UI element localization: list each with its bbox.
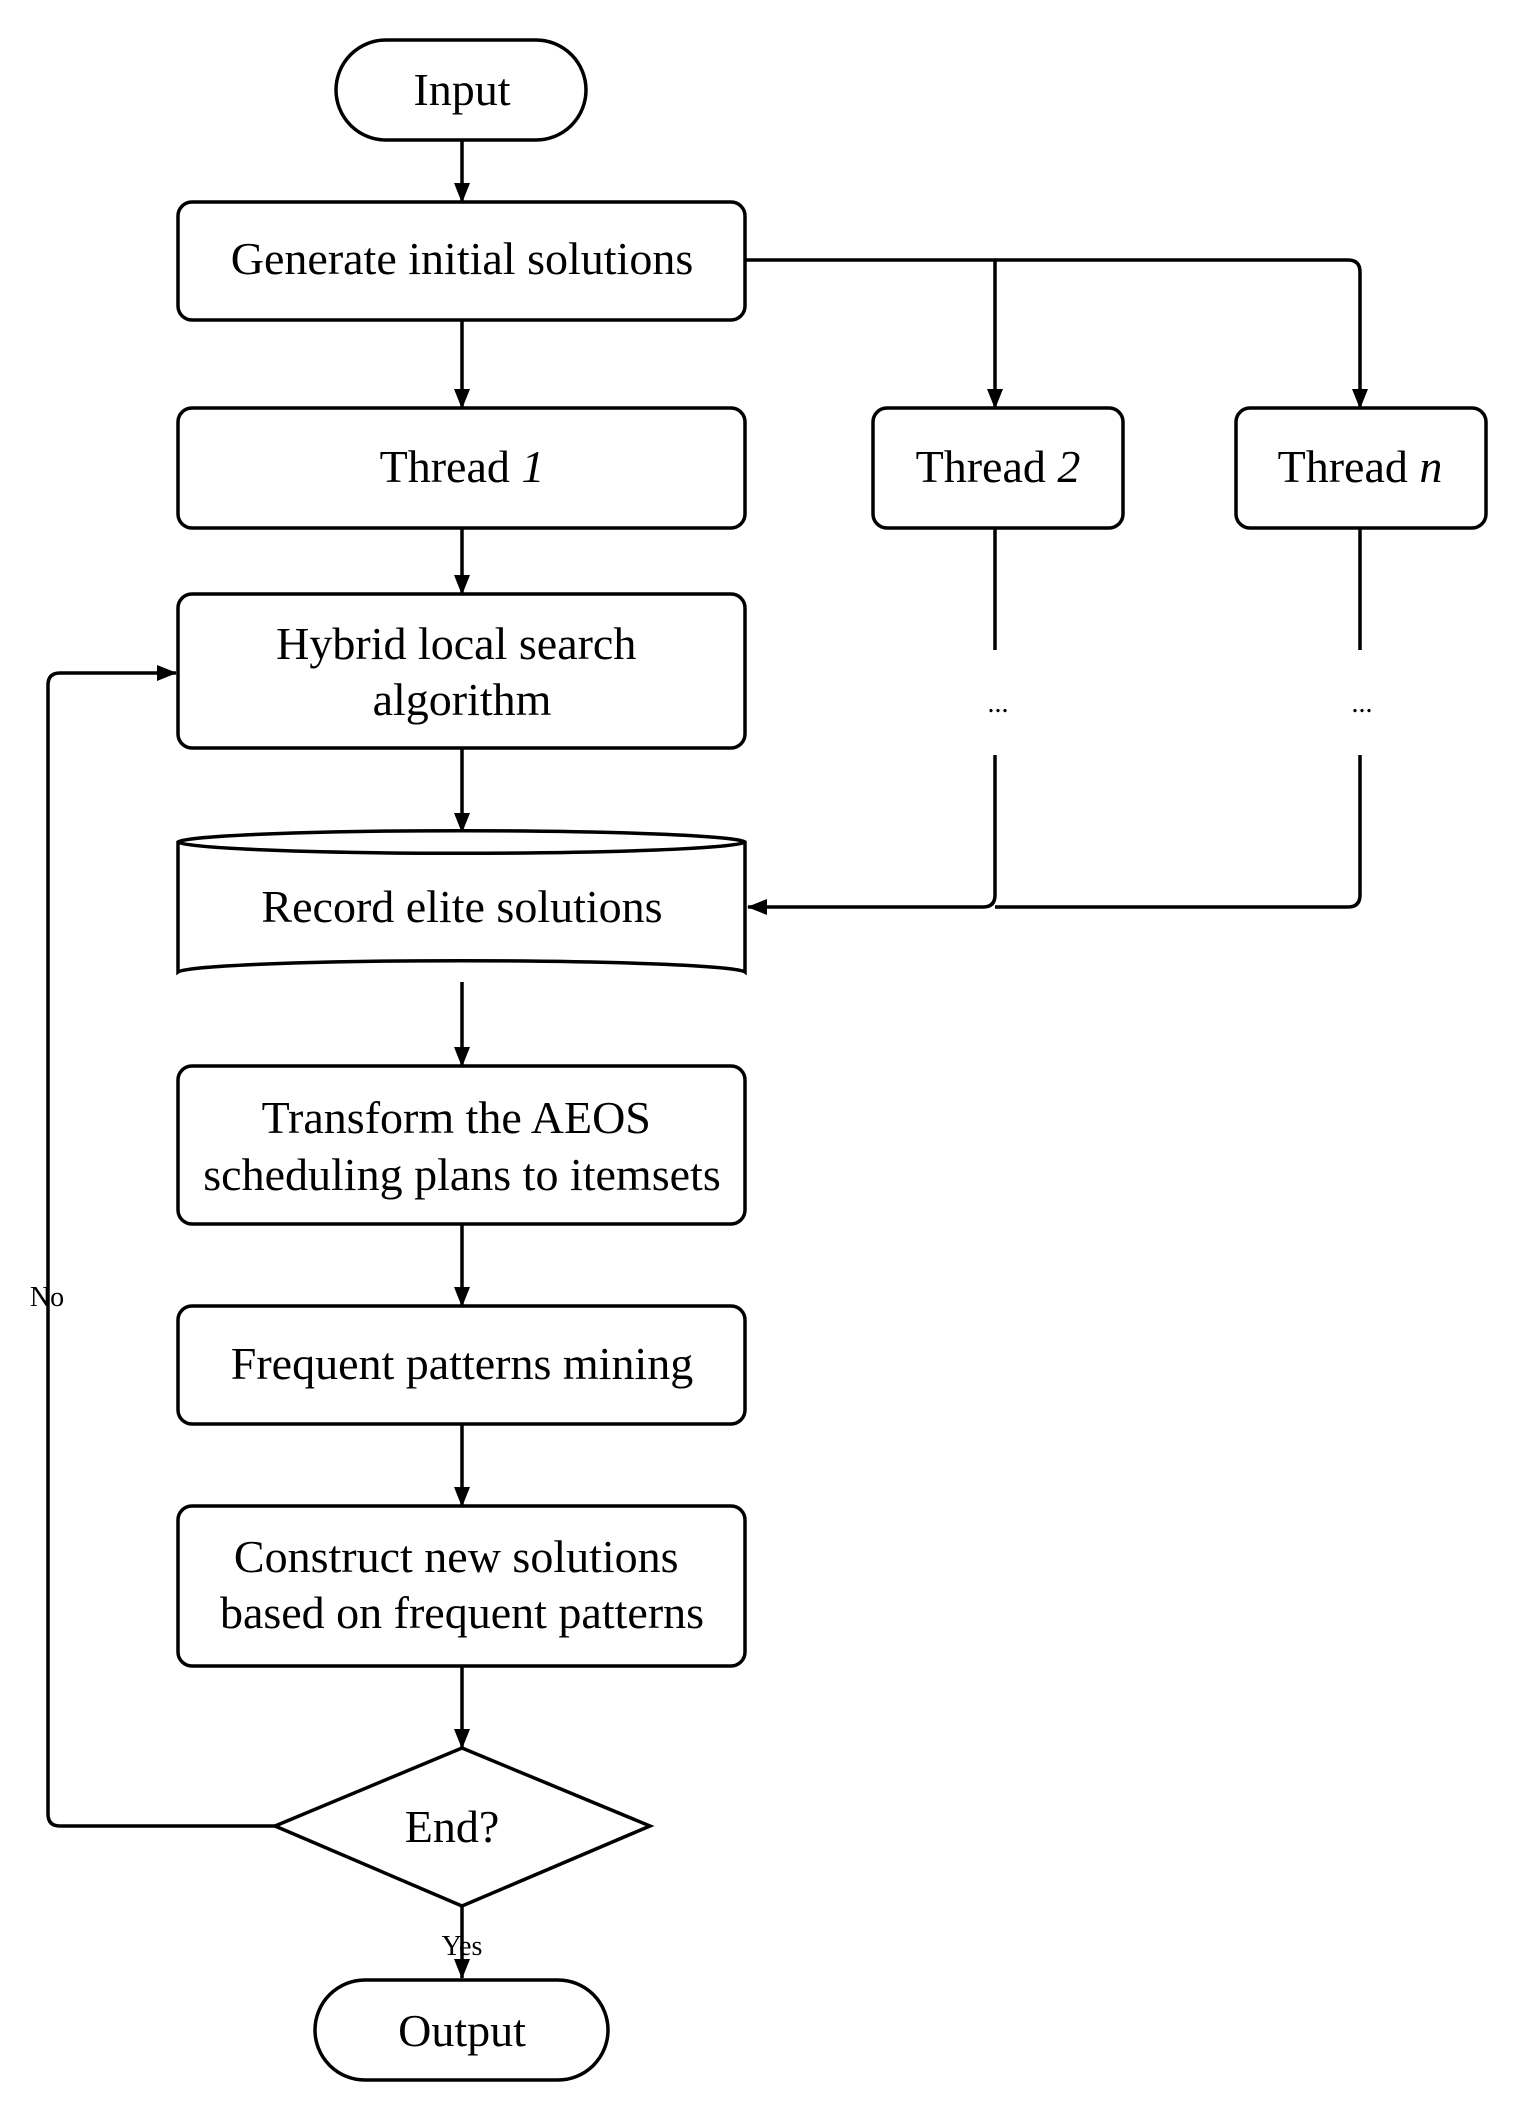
- edge-label-no: No: [30, 1282, 64, 1313]
- node-generate-label: Generate initial solutions: [231, 233, 693, 284]
- node-transform-line2: scheduling plans to itemsets: [203, 1149, 720, 1200]
- node-end-label: End?: [405, 1801, 500, 1852]
- node-construct-line2: based on frequent patterns: [220, 1587, 704, 1638]
- node-thread1-label: Thread 1: [380, 441, 545, 492]
- node-record-label: Record elite solutions: [261, 881, 662, 932]
- node-threadn-text: Thread: [1278, 441, 1420, 492]
- node-construct-line1: Construct new solutions: [234, 1531, 679, 1582]
- node-transform-label: Transform the AEOS scheduling plans to i…: [203, 1092, 720, 1200]
- node-output-label: Output: [398, 2005, 526, 2056]
- node-hybrid-line1: Hybrid local search: [276, 618, 636, 669]
- node-frequent: Frequent patterns mining: [176, 1304, 747, 1426]
- node-construct: Construct new solutions based on frequen…: [176, 1504, 747, 1668]
- node-hybrid-label: Hybrid local search algorithm: [276, 618, 648, 725]
- node-thread1: Thread 1: [176, 406, 747, 530]
- node-hybrid-line2: algorithm: [373, 674, 552, 725]
- edge-generate-threadn: [995, 258, 1368, 409]
- node-hybrid: Hybrid local search algorithm: [176, 592, 747, 750]
- edge-threadn-record: [995, 755, 1362, 909]
- node-thread2-text: Thread: [916, 441, 1058, 492]
- node-output: Output: [313, 1978, 610, 2082]
- edge-label-yes: Yes: [442, 1931, 483, 1962]
- threadn-ellipsis: ...: [1352, 688, 1373, 719]
- node-transform: Transform the AEOS scheduling plans to i…: [176, 1064, 747, 1226]
- edge-end-no-loop: [46, 665, 275, 1828]
- node-thread2-num: 2: [1057, 441, 1080, 492]
- node-input: Input: [334, 38, 588, 142]
- node-generate: Generate initial solutions: [176, 200, 747, 322]
- node-construct-label: Construct new solutions based on frequen…: [220, 1531, 704, 1638]
- node-thread2-label: Thread 2: [916, 441, 1081, 492]
- node-threadn-num: n: [1419, 441, 1442, 492]
- node-thread2: Thread 2: [871, 406, 1125, 530]
- node-threadn-label: Thread n: [1278, 441, 1443, 492]
- node-end-decision: End?: [270, 1746, 655, 1908]
- node-transform-line1: Transform the AEOS: [262, 1092, 651, 1143]
- edge-thread2-record: [747, 755, 997, 915]
- node-thread1-text: Thread: [380, 441, 522, 492]
- edge-generate-thread2: [745, 258, 1003, 409]
- node-thread1-num: 1: [521, 441, 544, 492]
- thread2-ellipsis: ...: [988, 688, 1009, 719]
- node-input-label: Input: [413, 64, 510, 115]
- node-threadn: Thread n: [1234, 406, 1488, 530]
- node-frequent-label: Frequent patterns mining: [231, 1338, 693, 1389]
- node-record: Record elite solutions: [176, 828, 747, 976]
